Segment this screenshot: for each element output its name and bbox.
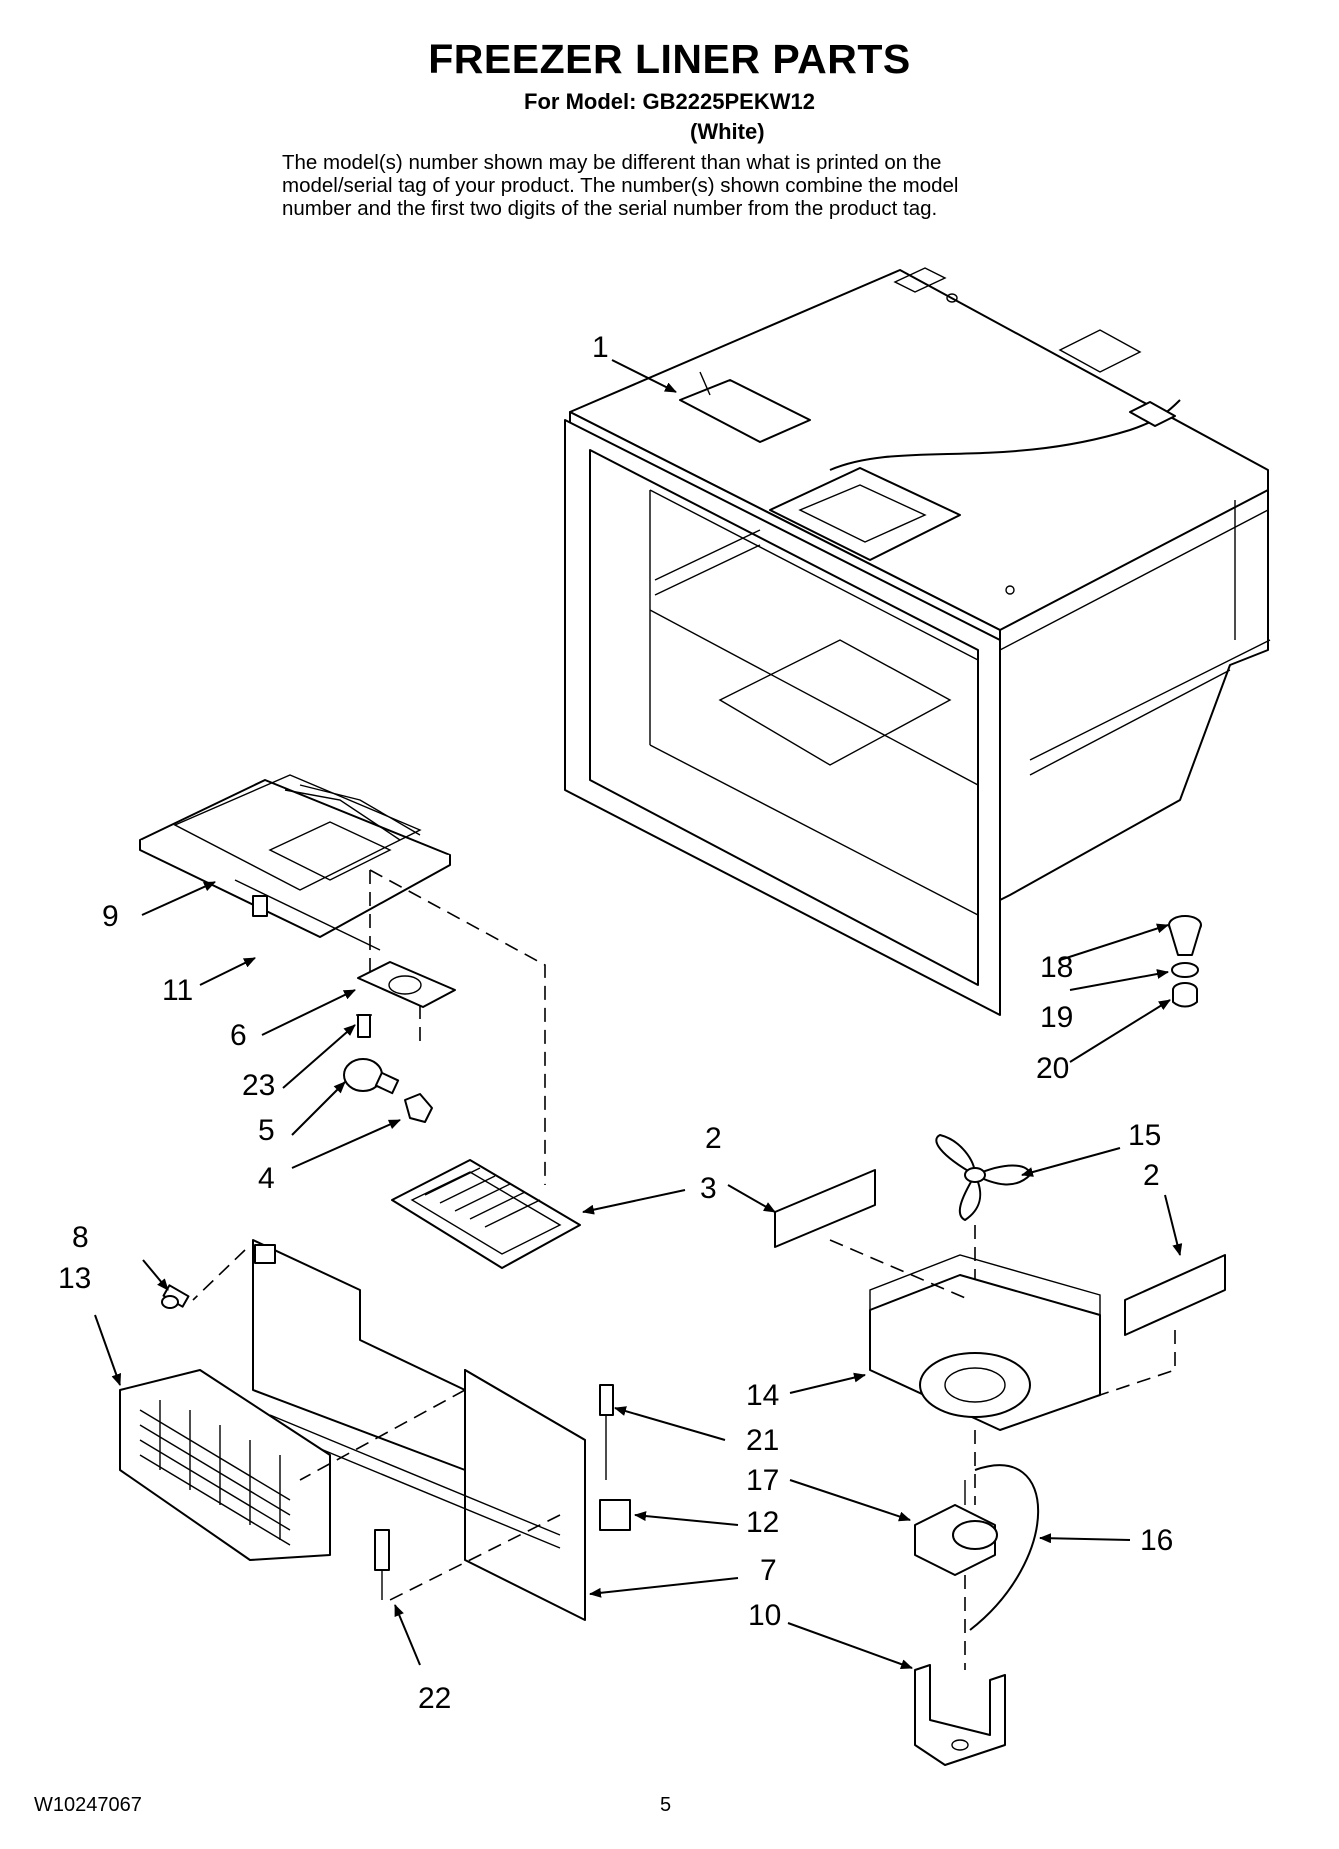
light-bulb — [343, 1058, 400, 1095]
callout-7: 7 — [760, 1554, 777, 1587]
fan-blade — [935, 1134, 1031, 1221]
model-number: For Model: GB2225PEKW12 — [524, 89, 815, 114]
light-socket — [404, 1093, 433, 1123]
callout-13: 13 — [58, 1262, 91, 1295]
fan-shroud — [869, 1254, 1101, 1431]
light-housing — [139, 774, 451, 951]
callout-21: 21 — [746, 1424, 779, 1457]
callout-15: 15 — [1128, 1119, 1161, 1152]
rear-panel — [252, 1239, 586, 1621]
callout-14: 14 — [746, 1379, 779, 1412]
callout-19: 19 — [1040, 1001, 1073, 1034]
model-color: (White) — [690, 119, 765, 144]
freezer-liner — [564, 267, 1271, 1016]
disclaimer-line: The model(s) number shown may be differe… — [282, 151, 942, 174]
document-number: W10247067 — [34, 1794, 142, 1816]
light-shield — [391, 1159, 581, 1269]
wire-harness — [969, 1464, 1040, 1631]
damper-cup — [1168, 915, 1202, 956]
callout-arrows — [94, 359, 1183, 1669]
callout-16: 16 — [1140, 1524, 1173, 1557]
disclaimer-line: number and the first two digits of the s… — [282, 197, 938, 220]
callout-12: 12 — [746, 1506, 779, 1539]
callout-9: 9 — [102, 900, 119, 933]
light-switch — [252, 895, 268, 917]
callout-22: 22 — [418, 1682, 451, 1715]
callout-1: 1 — [592, 331, 609, 364]
fan-motor — [914, 1480, 998, 1576]
sensor — [374, 1529, 390, 1600]
light-socket-plate — [357, 961, 456, 1008]
model-disclaimer: The model(s) number shown may be differe… — [282, 151, 1102, 220]
assembly-lines — [192, 869, 1176, 1670]
callout-17: 17 — [746, 1464, 779, 1497]
callout-3: 3 — [700, 1172, 717, 1205]
callout-2-right: 2 — [1143, 1159, 1160, 1192]
o-ring — [1171, 962, 1199, 978]
screw-8 — [161, 1284, 190, 1309]
spacer — [1172, 982, 1198, 1008]
foam-pad-left — [774, 1169, 876, 1248]
callout-2-left: 2 — [705, 1122, 722, 1155]
callout-6: 6 — [230, 1019, 247, 1052]
page-title: FREEZER LINER PARTS — [428, 36, 911, 82]
callout-8: 8 — [72, 1221, 89, 1254]
motor-bracket — [914, 1664, 1006, 1766]
callout-20: 20 — [1036, 1052, 1069, 1085]
thermistor — [599, 1384, 614, 1480]
callout-23: 23 — [242, 1069, 275, 1102]
callout-11: 11 — [162, 974, 193, 1007]
page-number: 5 — [660, 1794, 672, 1816]
callout-18: 18 — [1040, 951, 1073, 984]
callout-5: 5 — [258, 1114, 275, 1147]
screw — [356, 1014, 372, 1038]
callout-4: 4 — [258, 1162, 275, 1195]
air-grille — [119, 1369, 331, 1561]
foam-pad-right — [1124, 1254, 1226, 1336]
callout-10: 10 — [748, 1599, 781, 1632]
callout-labels: 1 9 11 6 23 5 4 3 2 2 15 8 13 18 19 20 1… — [58, 331, 1173, 1715]
gasket-strip — [599, 1499, 631, 1531]
disclaimer-line: model/serial tag of your product. The nu… — [282, 174, 959, 197]
